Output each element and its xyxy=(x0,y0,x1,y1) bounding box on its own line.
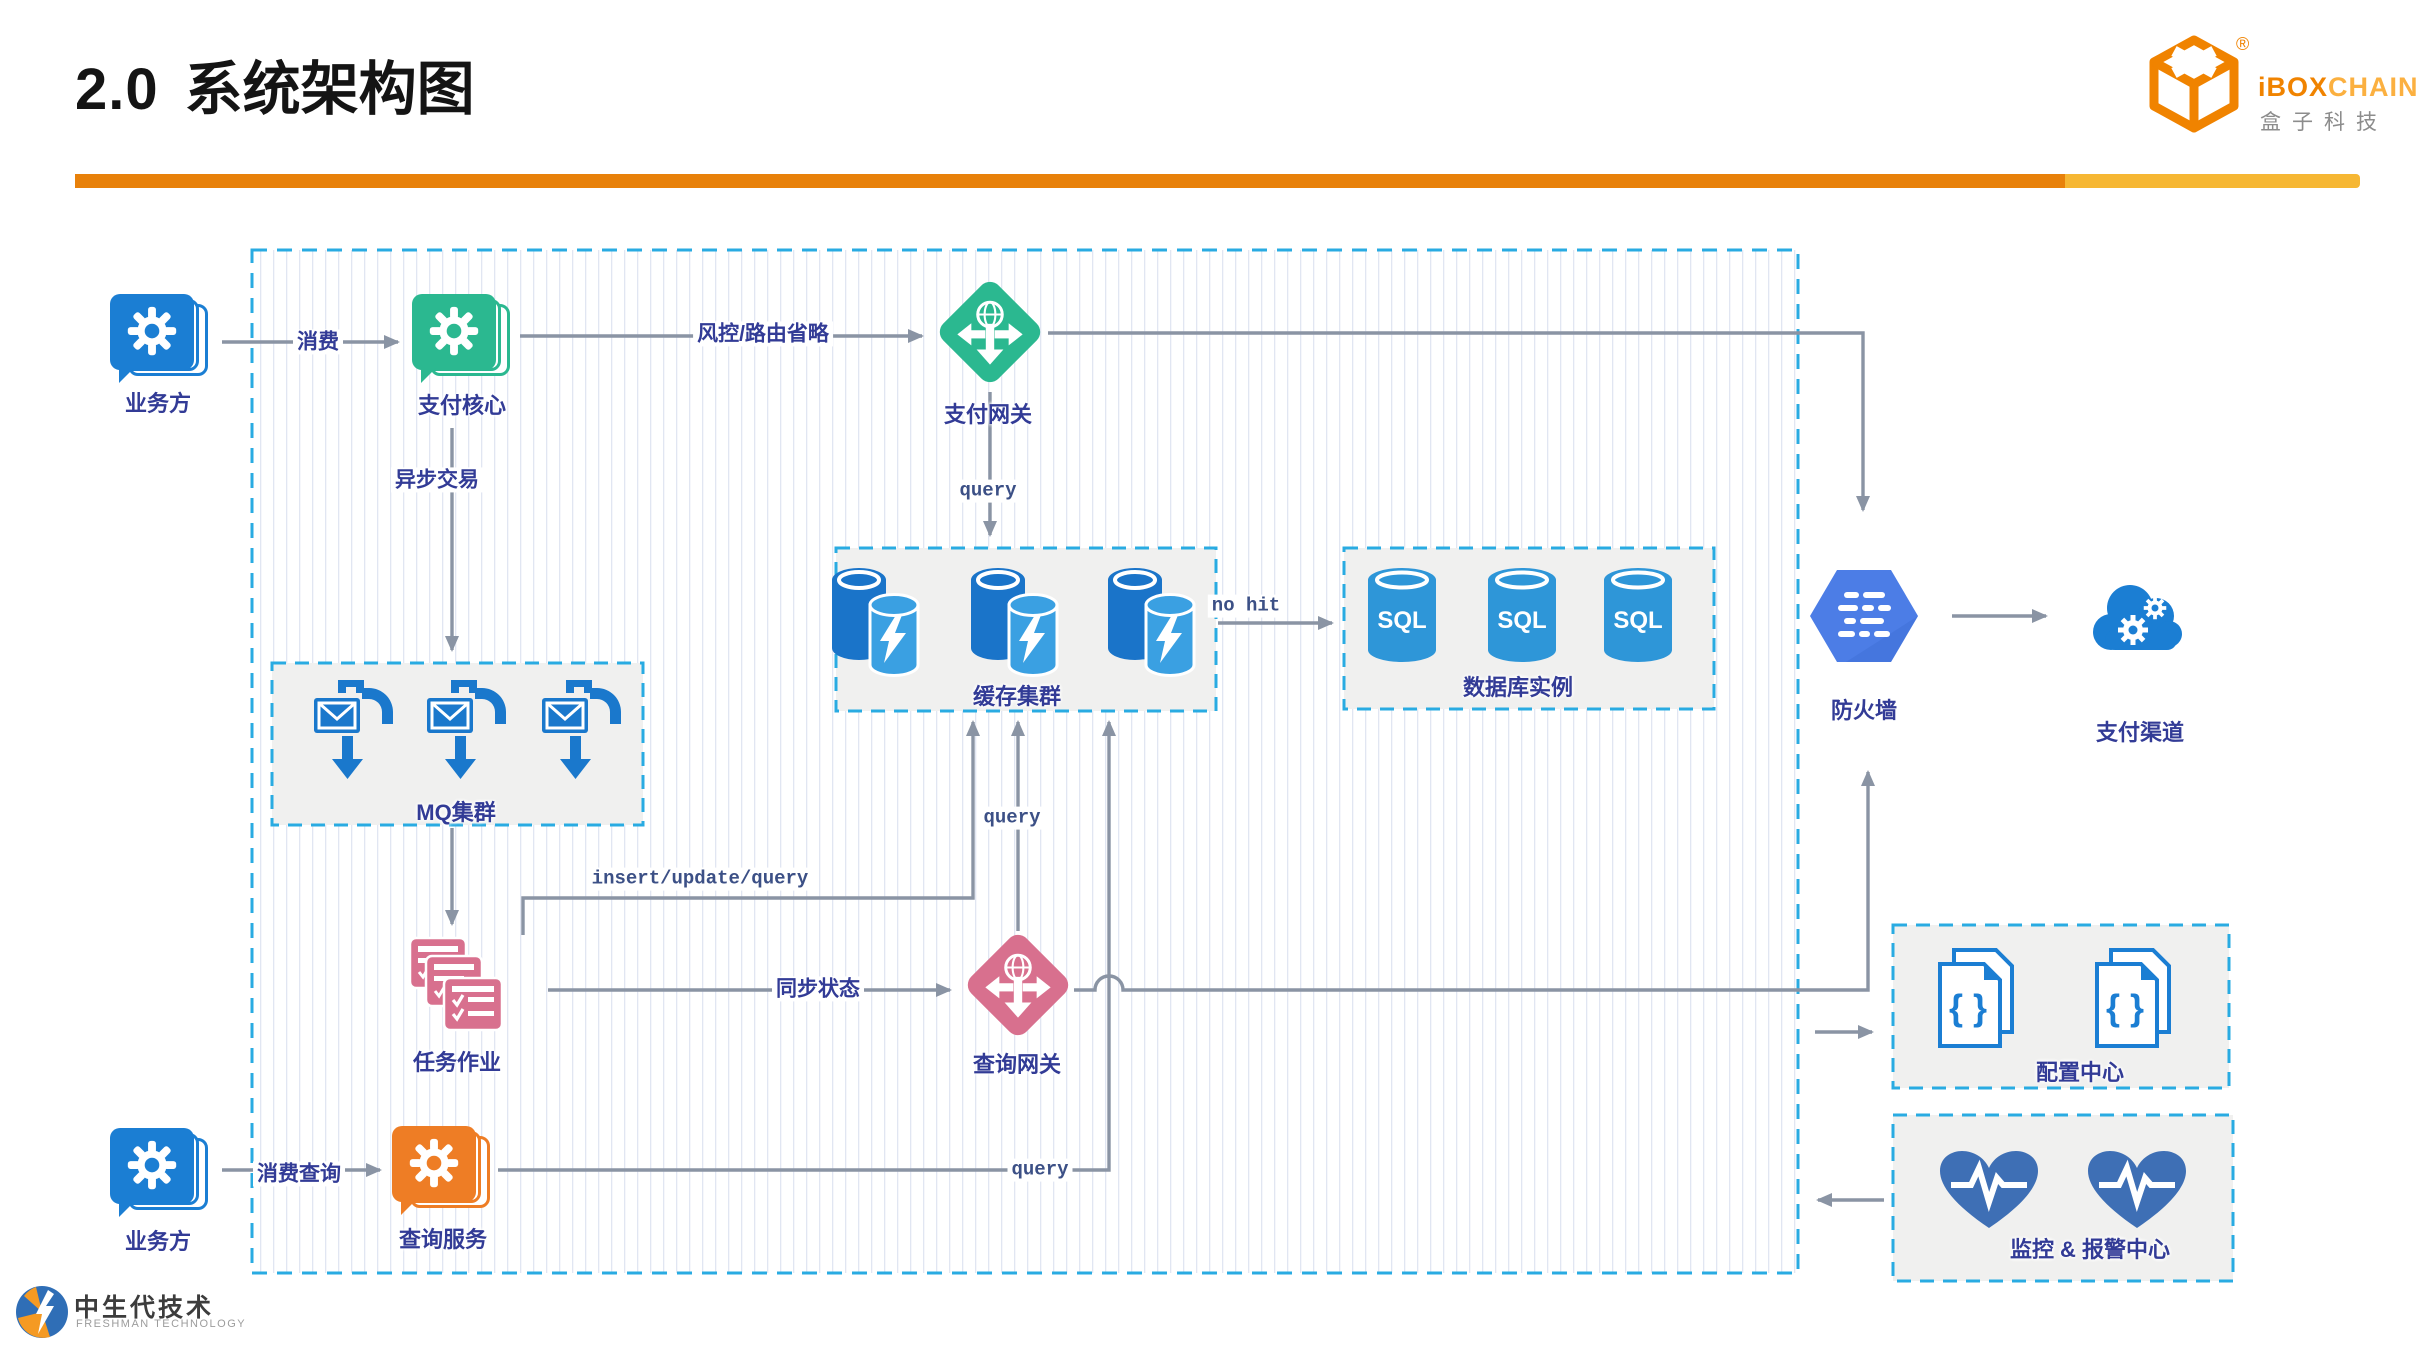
payment-core-icon xyxy=(412,292,516,388)
config-doc-icon: { } xyxy=(2095,948,2171,1048)
sql-database-icon: SQL xyxy=(1488,568,1556,662)
label-config-center: 配置中心 xyxy=(2035,1060,2125,1085)
firewall-icon xyxy=(1810,570,1918,662)
gear-icon xyxy=(429,306,479,356)
globe-router-icon xyxy=(957,300,1023,365)
label-monitor-center: 监控 & 报警中心 xyxy=(2009,1237,2171,1262)
query-gateway-icon xyxy=(962,929,1074,1041)
title-number: 2.0 xyxy=(75,57,159,122)
freshman-technology-logo: 中生代技术 FRESHMAN TECHNOLOGY xyxy=(14,1284,314,1354)
hexagon-box-icon xyxy=(2149,35,2239,133)
footer-company: 中生代技术 xyxy=(74,1294,215,1322)
label-business-top: 业务方 xyxy=(124,391,192,416)
svg-text:{ }: { } xyxy=(2106,987,2144,1028)
edge-label-query-mid: query xyxy=(979,806,1045,830)
heartbeat-icon xyxy=(2088,1151,2186,1228)
brand-wordmark: iBOXCHAIN xyxy=(2258,72,2418,102)
svg-text:SQL: SQL xyxy=(1497,607,1546,634)
registered-mark: ® xyxy=(2236,34,2250,54)
label-payment-channel: 支付渠道 xyxy=(2095,720,2185,745)
cache-node-icon xyxy=(832,568,920,677)
edge-querygw-to-firewall xyxy=(1074,770,1875,992)
task-jobs-icon xyxy=(408,936,504,1032)
edge-label-query-top: query xyxy=(955,479,1021,503)
divider-orange-segment xyxy=(75,174,2065,188)
cache-node-icon xyxy=(1108,568,1196,677)
gear-icon xyxy=(127,306,177,356)
label-firewall: 防火墙 xyxy=(1830,698,1898,723)
message-queue-icon xyxy=(314,680,393,779)
globe-router-icon xyxy=(985,953,1051,1018)
query-service-icon xyxy=(392,1124,496,1220)
page-title: 2.0 系统架构图 xyxy=(75,42,475,126)
business-party-top-icon xyxy=(110,292,214,388)
business-party-bottom-icon xyxy=(110,1126,214,1222)
edge-label-async-tx: 异步交易 xyxy=(391,467,483,493)
edge-gateway-to-firewall xyxy=(1048,331,1870,512)
label-db-instance: 数据库实例 xyxy=(1462,675,1574,700)
label-task-jobs: 任务作业 xyxy=(412,1050,502,1075)
gear-icon xyxy=(127,1140,177,1190)
edge-label-query-bottom: query xyxy=(1007,1158,1073,1182)
monitor-center-box xyxy=(1891,1113,2235,1283)
title-divider xyxy=(75,174,2360,188)
edge-label-insert-update-query: insert/update/query xyxy=(587,867,813,891)
message-queue-icon xyxy=(427,680,506,779)
config-doc-icon: { } xyxy=(1938,948,2014,1048)
edge-label-sync-status: 同步状态 xyxy=(772,976,864,1002)
svg-text:SQL: SQL xyxy=(1377,607,1426,634)
heartbeat-icon xyxy=(1940,1151,2038,1228)
label-query-gateway: 查询网关 xyxy=(972,1052,1062,1077)
message-queue-icon xyxy=(542,680,621,779)
payment-gateway-icon xyxy=(934,276,1046,388)
iboxchain-logo: ® iBOXCHAIN 盒子科技 xyxy=(2148,34,2418,144)
edge-label-consume: 消费 xyxy=(293,329,343,355)
swirl-globe-icon xyxy=(16,1286,68,1338)
svg-text:{ }: { } xyxy=(1949,987,1987,1028)
label-business-bottom: 业务方 xyxy=(124,1229,192,1254)
label-query-service: 查询服务 xyxy=(398,1227,488,1252)
brand-subtitle: 盒子科技 xyxy=(2260,111,2388,134)
gear-icon xyxy=(409,1138,459,1188)
cache-node-icon xyxy=(971,568,1059,677)
title-text: 系统架构图 xyxy=(184,57,475,122)
label-cache-cluster: 缓存集群 xyxy=(972,684,1062,709)
label-mq-cluster: MQ集群 xyxy=(416,800,496,825)
edge-insert-update-query xyxy=(521,720,980,935)
divider-yellow-segment xyxy=(2065,174,2360,188)
sql-database-icon: SQL xyxy=(1368,568,1436,662)
label-payment-core: 支付核心 xyxy=(417,393,507,418)
edge-label-risk-route: 风控/路由省略 xyxy=(693,321,833,347)
sql-database-icon: SQL xyxy=(1604,568,1672,662)
svg-text:SQL: SQL xyxy=(1613,607,1662,634)
label-payment-gateway: 支付网关 xyxy=(943,402,1033,427)
edge-label-no-hit: no hit xyxy=(1207,594,1285,618)
edge-label-consume-query: 消费查询 xyxy=(253,1161,345,1187)
payment-channel-cloud-icon xyxy=(2093,585,2182,650)
footer-company-en: FRESHMAN TECHNOLOGY xyxy=(76,1318,247,1330)
edge-queryservice-query xyxy=(498,720,1116,1172)
